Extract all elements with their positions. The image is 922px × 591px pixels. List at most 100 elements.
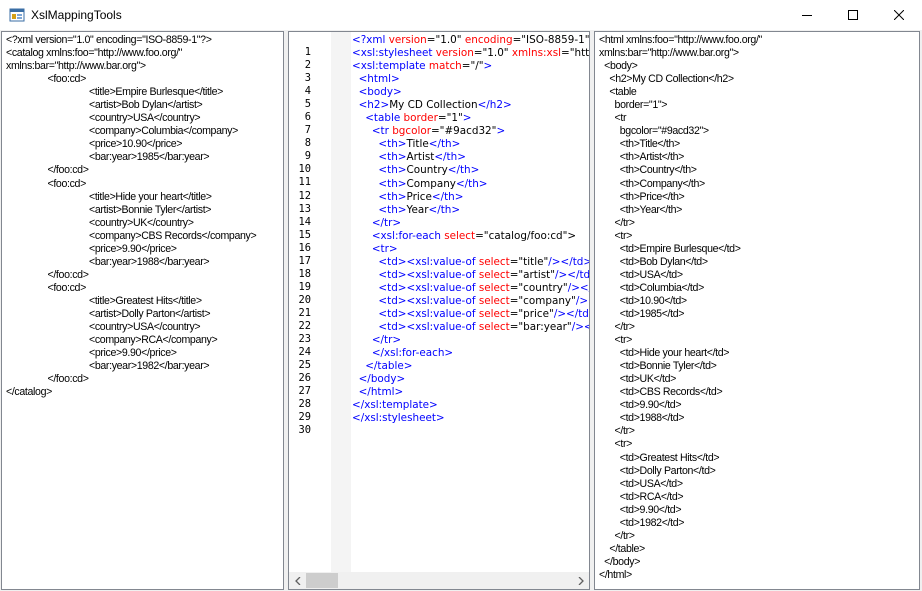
code-token: </xsl:for-each> <box>352 347 454 360</box>
output-line: <td>1985</td> <box>599 307 685 320</box>
output-line: <td>9.90</td> <box>599 503 682 516</box>
code-line: </tr> <box>352 217 401 229</box>
close-button[interactable] <box>876 0 922 30</box>
output-line: <td>Columbia</td> <box>599 281 705 294</box>
line-number: 11 <box>298 176 311 189</box>
code-token: encoding <box>464 34 513 46</box>
line-number: 5 <box>304 98 311 111</box>
output-line: </table> <box>599 542 645 555</box>
code-token: <th> <box>352 177 407 190</box>
code-line: <td><xsl:value-of select="bar:year"/></t… <box>352 321 589 334</box>
code-token: </h2> <box>477 99 512 112</box>
code-token: </xsl:template> <box>352 399 438 412</box>
code-token: ="price" <box>509 307 554 320</box>
code-token: </tr> <box>352 216 402 229</box>
gutter-margin <box>331 32 351 589</box>
code-line: </xsl:stylesheet> <box>352 412 445 424</box>
line-number: 18 <box>298 267 311 280</box>
code-token: </th> <box>455 177 488 190</box>
line-number: 27 <box>298 385 311 398</box>
xsl-editor-pane[interactable]: 1 2 3 4 5 6 7 8 9 10 11 12 13 14 15 16 1… <box>288 31 590 590</box>
code-line: <xsl:stylesheet version="1.0" xmlns:xsl=… <box>352 47 590 60</box>
minimize-button[interactable] <box>784 0 830 30</box>
code-line: <th>Country</th> <box>352 164 479 176</box>
code-token: <td><xsl:value-of <box>352 321 479 334</box>
code-token: <th> <box>352 164 407 177</box>
code-token: ="bar:year" <box>509 321 572 334</box>
code-token: ="http://www.w3.org/1999/XSL/Transform"> <box>561 47 590 60</box>
code-token: Year <box>406 203 429 216</box>
source-line: <price>9.90</price> <box>6 347 177 360</box>
line-number: 30 <box>298 424 311 437</box>
output-line: <td>USA</td> <box>599 268 683 281</box>
output-line: <td>RCA</td> <box>599 490 684 503</box>
code-token: <h2> <box>352 99 390 112</box>
source-line: <title>Empire Burlesque</title> <box>6 86 224 99</box>
source-line: </foo:cd> <box>6 373 89 386</box>
code-token: <table <box>352 112 404 125</box>
output-line: </tr> <box>599 216 635 229</box>
code-line: <html> <box>352 73 400 85</box>
source-line: <bar:year>1988</bar:year> <box>6 255 210 268</box>
horizontal-scrollbar[interactable] <box>289 572 589 589</box>
code-token: Country <box>406 164 448 177</box>
code-line: <td><xsl:value-of select="price"/></td> <box>352 307 589 320</box>
code-token: <html> <box>352 73 400 86</box>
horizontal-scroll-thumb[interactable] <box>306 573 338 588</box>
source-line: <artist>Dolly Parton</artist> <box>6 307 211 320</box>
maximize-button[interactable] <box>830 0 876 30</box>
source-line: <company>Columbia</company> <box>6 125 238 138</box>
code-line: </table> <box>352 360 412 372</box>
output-line: <td>UK</td> <box>599 373 677 386</box>
output-html-text[interactable]: <html xmlns:foo="http://www.foo.org/" xm… <box>599 34 762 582</box>
source-line: <title>Hide your heart</title> <box>6 190 212 203</box>
code-token: <tr <box>352 125 393 138</box>
output-line: <table <box>599 86 637 99</box>
code-token: ="1.0" <box>426 34 465 46</box>
code-line: </xsl:for-each> <box>352 347 453 359</box>
code-line: <?xml version="1.0" encoding="ISO-8859-1… <box>352 34 590 46</box>
line-number: 17 <box>298 254 311 267</box>
code-token: </html> <box>352 386 404 399</box>
source-line: <bar:year>1982</bar:year> <box>6 360 210 373</box>
output-line: <td>Greatest Hits</td> <box>599 451 720 464</box>
output-line: border="1"> <box>599 99 668 112</box>
code-token: ="ISO-8859-1"?> <box>512 34 590 46</box>
output-line: <th>Title</th> <box>599 138 680 151</box>
scroll-left-button[interactable] <box>289 572 306 589</box>
output-line: bgcolor="#9acd32"> <box>599 125 709 138</box>
output-line: <td>Empire Burlesque</td> <box>599 242 741 255</box>
code-token: ="country" <box>509 281 568 294</box>
output-line: <h2>My CD Collection</h2> <box>599 73 734 86</box>
code-line: </tr> <box>352 334 401 346</box>
output-html-pane[interactable]: <html xmlns:foo="http://www.foo.org/" xm… <box>594 31 920 590</box>
code-token: xmlns:xsl <box>511 47 561 60</box>
code-line: <h2>My CD Collection</h2> <box>352 99 512 111</box>
title-bar[interactable]: XslMappingTools <box>0 0 922 30</box>
source-xml-text[interactable]: <?xml version="1.0" encoding="ISO-8859-1… <box>6 34 257 399</box>
code-token: </th> <box>447 164 480 177</box>
output-line: <td>Bob Dylan</td> <box>599 255 708 268</box>
maximize-icon <box>848 10 858 20</box>
output-line: <tr> <box>599 334 633 347</box>
line-number: 2 <box>304 59 311 72</box>
line-number: 23 <box>298 333 311 346</box>
code-line: <td><xsl:value-of select="title"/></td> <box>352 256 589 268</box>
code-token: /></td> <box>567 281 589 294</box>
source-line: <foo:cd> <box>6 281 87 294</box>
source-xml-pane[interactable]: <?xml version="1.0" encoding="ISO-8859-1… <box>1 31 284 590</box>
output-line: </body> <box>599 555 641 568</box>
code-token: select <box>478 281 510 294</box>
code-token: ="artist" <box>509 268 556 281</box>
line-number: 7 <box>304 124 311 137</box>
code-token: select <box>478 307 510 320</box>
scroll-right-arrow-icon <box>578 576 584 585</box>
code-token: bgcolor <box>392 125 431 138</box>
xsl-code-text[interactable]: <?xml version="1.0" encoding="ISO-8859-1… <box>352 34 590 425</box>
scroll-right-button[interactable] <box>572 572 589 589</box>
code-token: ="#9acd32" <box>430 125 497 138</box>
line-number: 14 <box>298 215 311 228</box>
code-token: /></td> <box>555 268 590 281</box>
code-token: <?xml <box>352 34 389 46</box>
code-line: <th>Title</th> <box>352 138 460 150</box>
